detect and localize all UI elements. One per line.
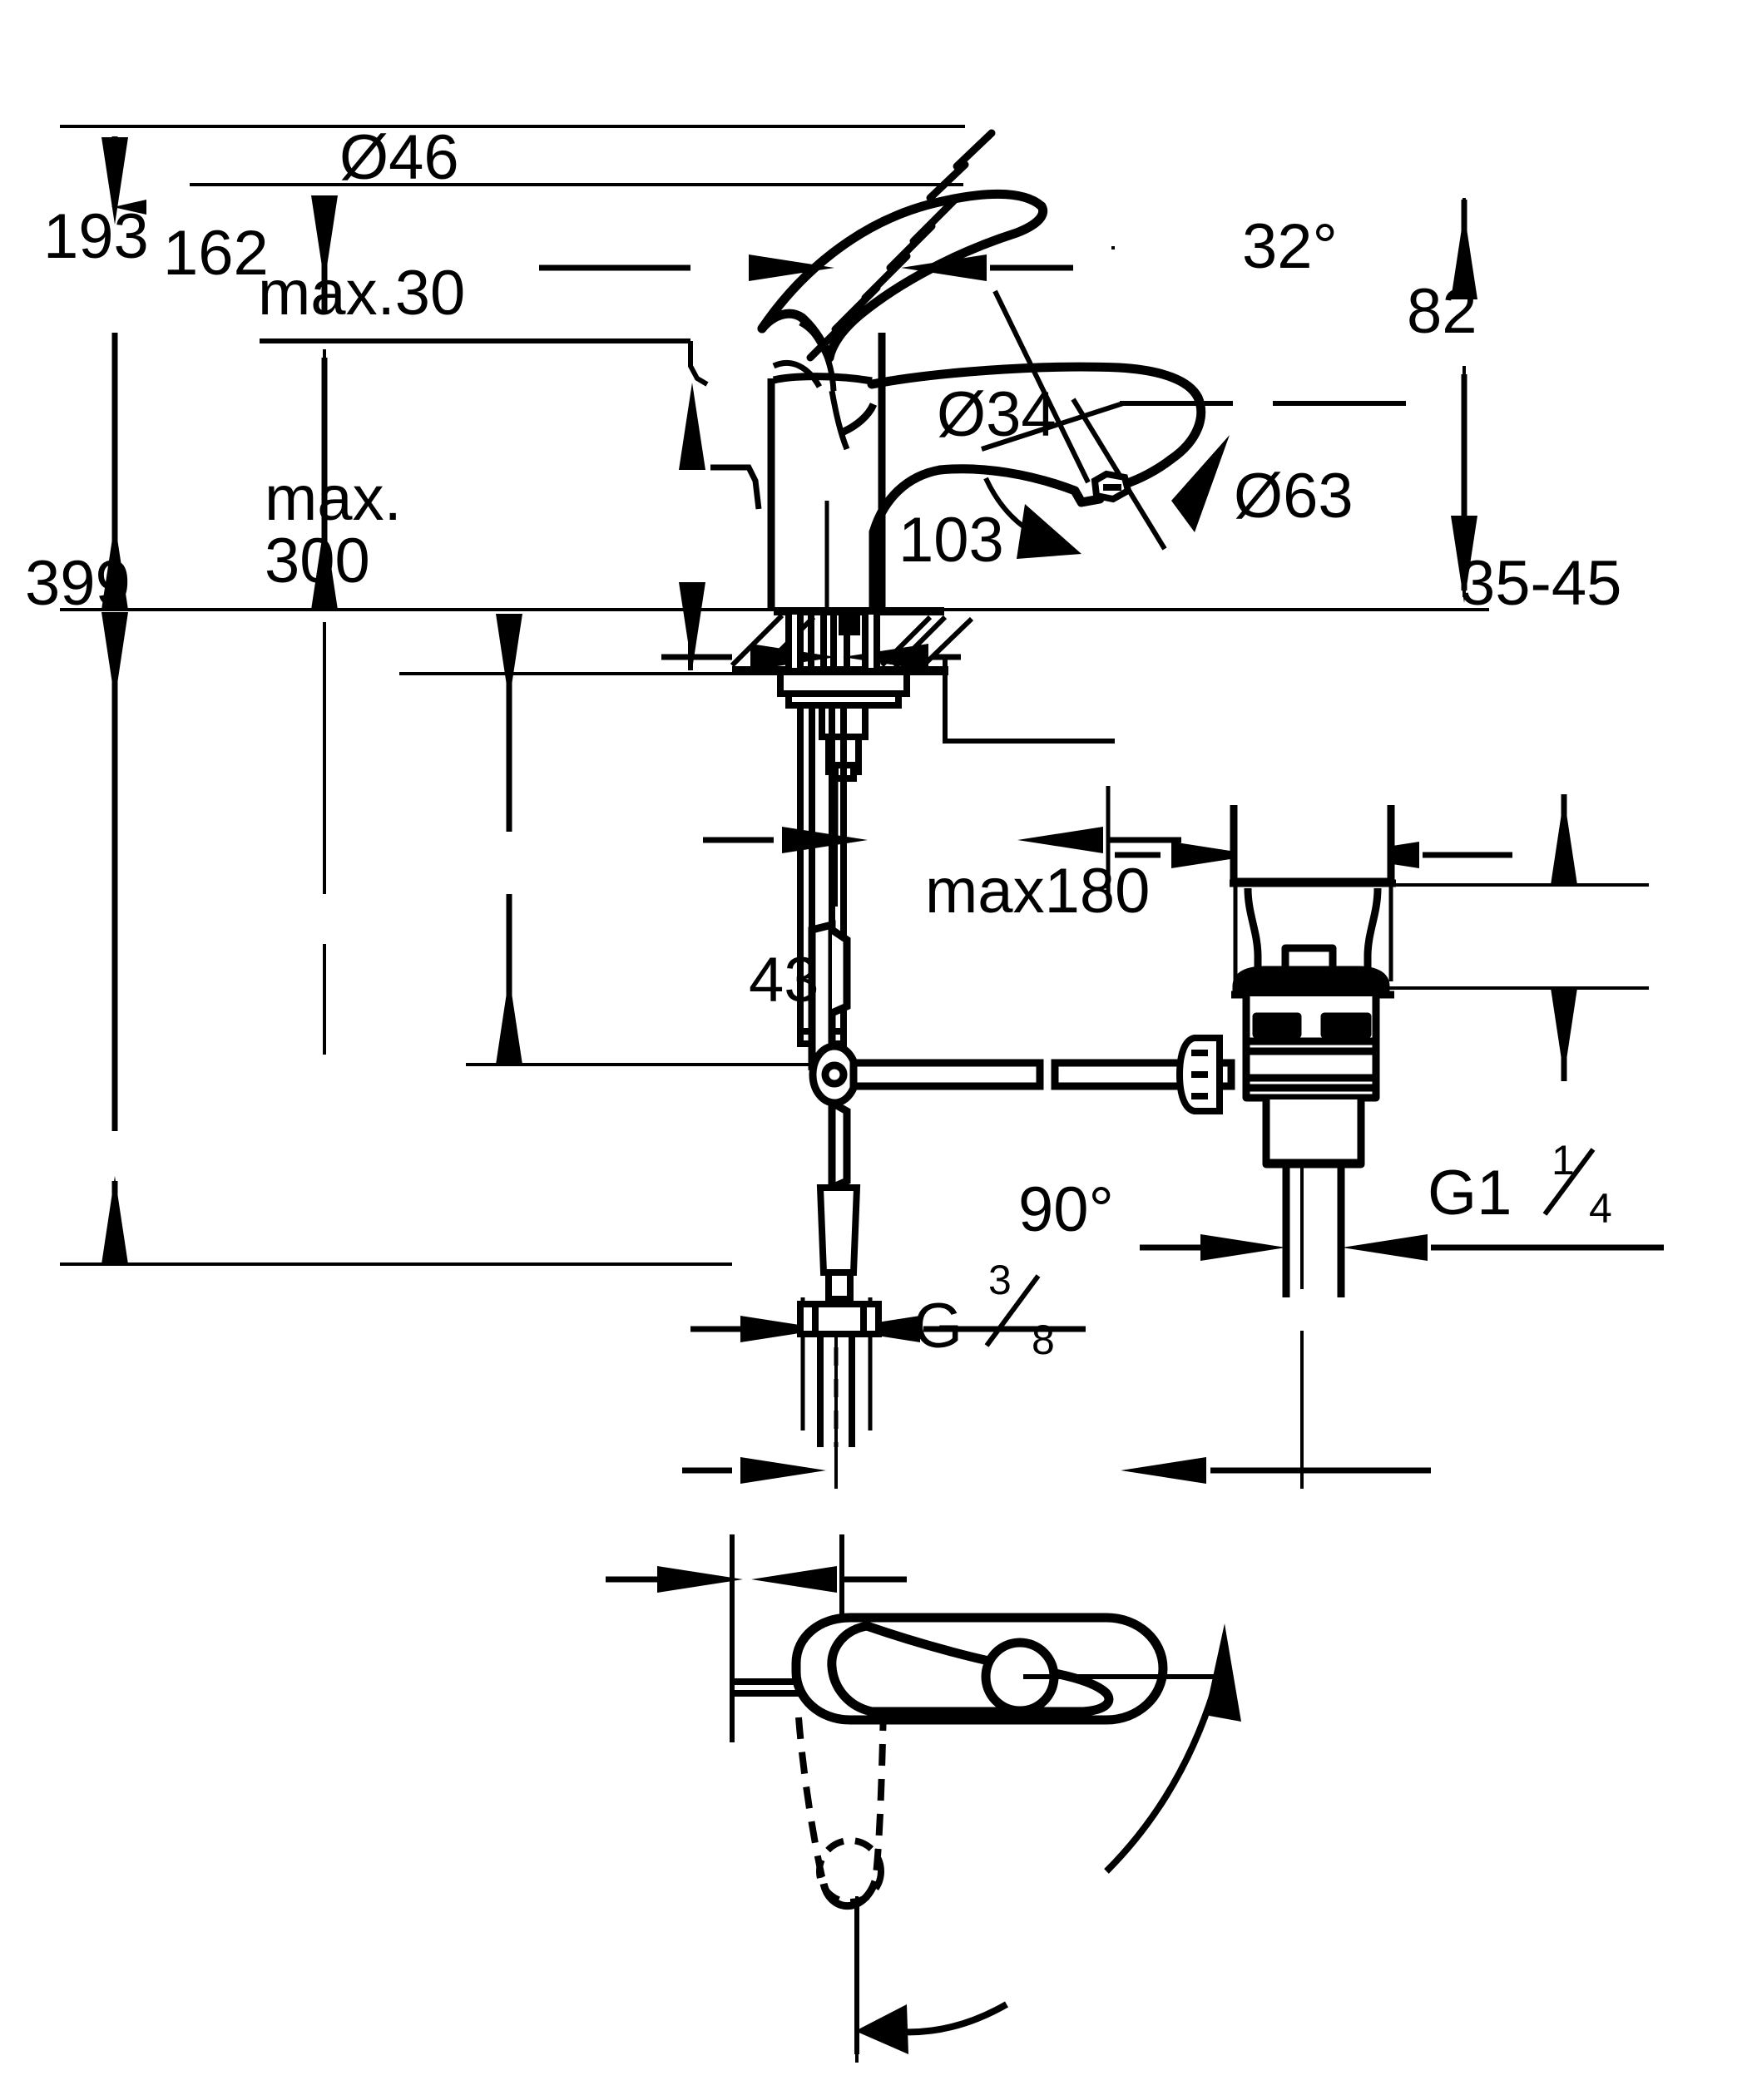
label-d34: Ø34 (937, 379, 1057, 450)
arrowhead-193-up (101, 137, 128, 225)
mounting-shank (785, 608, 880, 674)
arrowhead-162-down (311, 522, 338, 610)
arrowhead-max30-2 (679, 582, 705, 670)
arrowhead-103-left (1017, 827, 1103, 853)
arrowhead-d63-right (1171, 842, 1257, 868)
aerator (1091, 470, 1132, 503)
label-82: 82 (1407, 276, 1477, 347)
rotation-arc-down (889, 2001, 1008, 2036)
label-max180: max180 (925, 856, 1150, 926)
label-43: 43 (749, 945, 819, 1015)
handle-stem-hidden (795, 1708, 887, 1885)
arrowhead-103-right (782, 827, 868, 853)
arrowhead-g38-right (740, 1316, 826, 1342)
arrowhead-g114-left (1342, 1234, 1428, 1261)
arrowhead-32deg (1171, 435, 1230, 532)
label-3545: 35-45 (1460, 548, 1621, 619)
label-103: 103 (898, 505, 1004, 576)
rotation-arc-up (1104, 1687, 1218, 1874)
arrowhead-max180-right (740, 1457, 826, 1484)
label-g38-denominator: 8 (1032, 1317, 1055, 1363)
fraction-bar-g114 (1542, 1148, 1596, 1216)
supply-connector (797, 1184, 882, 1447)
d34-leader (943, 657, 1115, 744)
label-193: 193 (43, 201, 149, 272)
label-g38-base: G (913, 1291, 963, 1361)
arrowhead-82-down-top (1451, 212, 1477, 299)
label-g38-numerator: 3 (988, 1257, 1012, 1303)
label-162: 162 (163, 218, 269, 289)
arrowhead-max300-down (496, 976, 522, 1065)
handle-lever (757, 189, 1047, 363)
arrowhead-max30 (679, 383, 705, 470)
pointer-hook (710, 464, 762, 510)
arrowhead-g114-right (1200, 1234, 1286, 1261)
arrowhead-swivel (1017, 504, 1081, 559)
dimension-labels: 193 162 max.30 Ø46 32° 82 Ø34 399 max. 3… (25, 122, 1621, 1363)
faucet-spout (867, 362, 1206, 615)
label-g114: G1 1 4 (1428, 1137, 1612, 1232)
waste-drain (1230, 805, 1396, 1297)
extension-lines (60, 125, 1649, 2063)
arrowhead-d46-right (749, 254, 834, 281)
arrowhead-rot-up (1205, 1623, 1241, 1722)
drain-adjust-nut (1175, 1035, 1223, 1114)
handle-stem-hole (816, 1837, 884, 1905)
fraction-bar-g38 (984, 1274, 1041, 1347)
motion-lines (806, 129, 996, 362)
arrowhead-43-left (751, 1566, 837, 1593)
arrowhead-399-up (101, 612, 128, 700)
arrowhead-3545-down (1551, 797, 1577, 885)
label-d63: Ø63 (1234, 461, 1354, 531)
arrowhead-162-up (311, 195, 338, 283)
arrowhead-max180-left (1121, 1457, 1206, 1484)
label-g114-denominator: 4 (1589, 1185, 1612, 1232)
leader-32deg (981, 401, 1406, 452)
arrowhead-399-down (101, 1176, 128, 1264)
arrowhead-max300-up (496, 614, 522, 702)
label-32deg: 32° (1242, 211, 1338, 282)
arrowhead-d34-left (843, 644, 928, 670)
leader-max30 (260, 338, 709, 387)
label-max: max. (265, 463, 402, 534)
arrowhead-43-right (657, 1566, 743, 1593)
label-max30: max.30 (258, 258, 465, 329)
label-300: 300 (265, 526, 370, 596)
arrowhead-rot-down (855, 2004, 908, 2054)
arrowhead-3545-up (1551, 988, 1577, 1076)
label-g38: G 3 8 (913, 1257, 1055, 1363)
label-90deg: 90° (1018, 1174, 1114, 1245)
label-d46: Ø46 (339, 122, 459, 193)
label-g114-base: G1 (1428, 1158, 1512, 1228)
label-399: 399 (25, 548, 131, 619)
arrowhead-193-down (101, 522, 128, 610)
body-shoulder (772, 373, 878, 437)
handle-plan-leader (732, 1678, 799, 1697)
arrowhead-d46-left (901, 254, 987, 281)
arrowhead-82-down-bot (1451, 516, 1477, 603)
